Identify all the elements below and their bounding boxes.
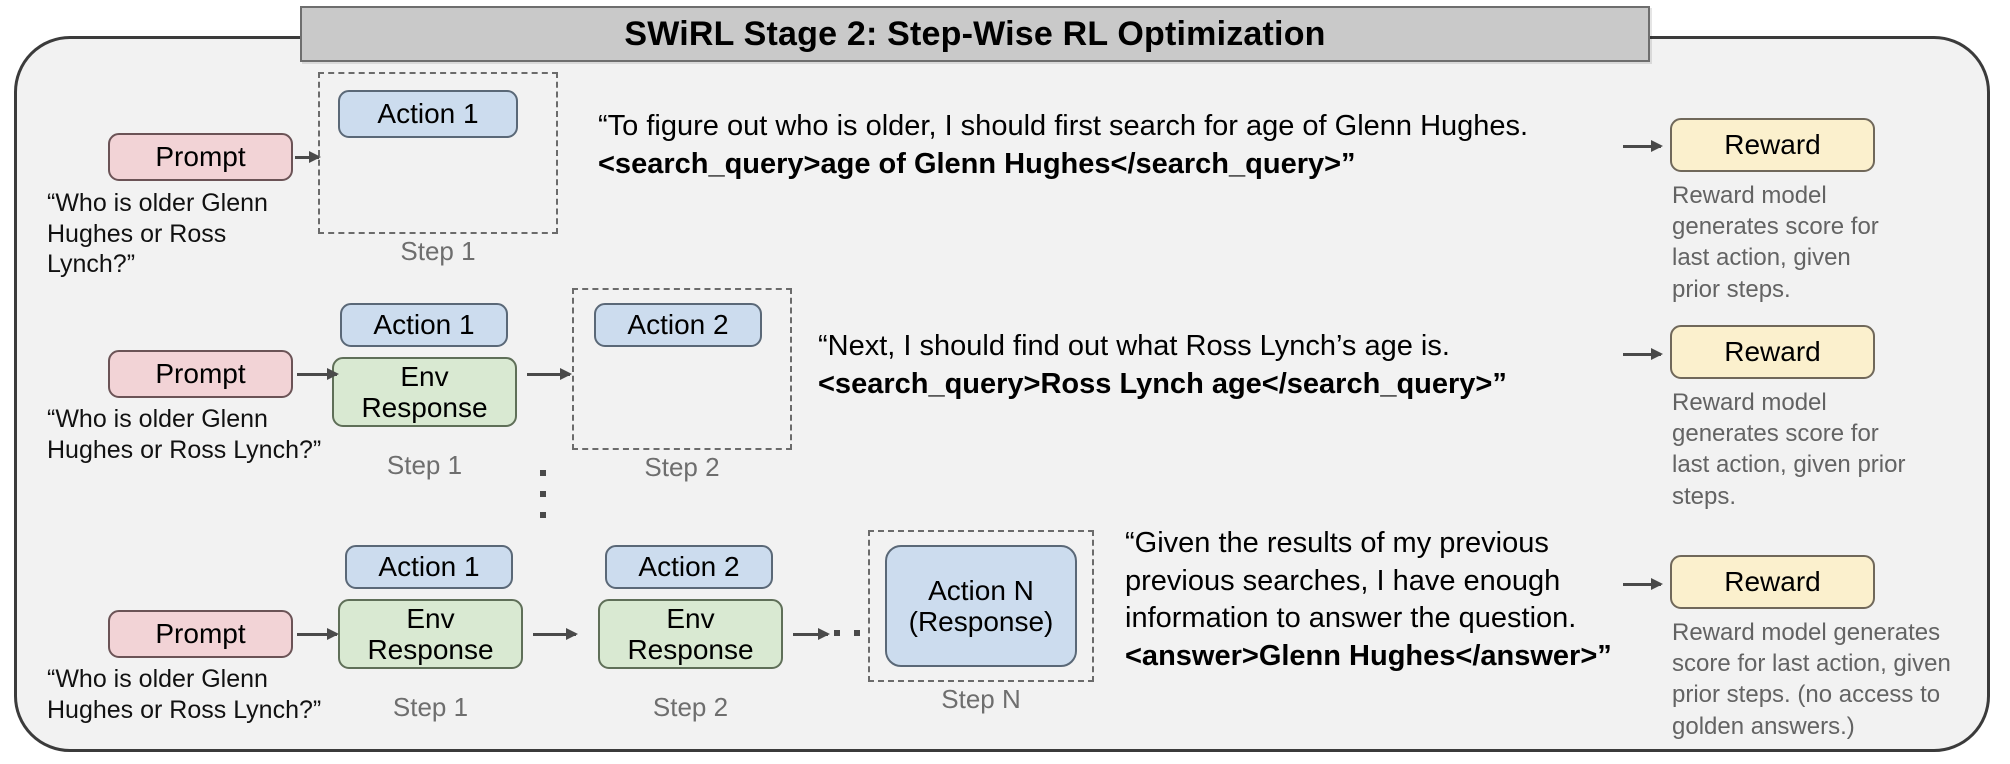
row2-trace-text: “Next, I should find out what Ross Lynch… bbox=[818, 328, 1618, 403]
row1-reward-label: Reward bbox=[1724, 129, 1821, 161]
row3-action1-box[interactable]: Action 1 bbox=[345, 545, 513, 589]
diagram-title-banner: SWiRL Stage 2: Step-Wise RL Optimization bbox=[300, 6, 1650, 62]
row2-env-response-label: Env Response bbox=[361, 360, 488, 423]
row-continuation-ellipsis bbox=[540, 470, 546, 518]
row2-env-response-box[interactable]: Env Response bbox=[332, 357, 517, 427]
row2-arrow-step1-to-step2 bbox=[527, 368, 572, 380]
row2-arrow-to-reward bbox=[1623, 348, 1663, 360]
row3-prompt-quote: “Who is older Glenn Hughes or Ross Lynch… bbox=[47, 664, 327, 725]
row1-action1-label: Action 1 bbox=[377, 98, 479, 130]
row2-action1-box[interactable]: Action 1 bbox=[340, 303, 508, 347]
row3-trace-line3: information to answer the question. bbox=[1125, 602, 1577, 635]
row2-action2-box[interactable]: Action 2 bbox=[594, 303, 762, 347]
row3-step1-caption: Step 1 bbox=[392, 692, 469, 722]
row2-reward-caption: Reward model generates score for last ac… bbox=[1672, 389, 1906, 510]
row1-prompt-box[interactable]: Prompt bbox=[108, 133, 293, 181]
row1-arrow-prompt-to-step1 bbox=[295, 151, 321, 163]
row3-action-n-box[interactable]: Action N (Response) bbox=[885, 545, 1077, 667]
row1-reward-box[interactable]: Reward bbox=[1670, 118, 1875, 172]
row3-env-response2-box[interactable]: Env Response bbox=[598, 599, 783, 669]
row2-prompt-quote-line2: Hughes or Ross Lynch?” bbox=[47, 435, 322, 464]
row1-trace-text: “To figure out who is older, I should fi… bbox=[598, 108, 1598, 183]
row1-trace-line1: “To figure out who is older, I should fi… bbox=[598, 110, 1529, 142]
row3-prompt-box[interactable]: Prompt bbox=[108, 610, 293, 658]
row2-step1-caption: Step 1 bbox=[386, 450, 463, 480]
row2-step2-caption: Step 2 bbox=[644, 452, 720, 482]
row3-reward-caption: Reward model generates score for last ac… bbox=[1672, 619, 1951, 740]
row1-arrow-to-reward bbox=[1623, 140, 1663, 152]
row3-reward-label: Reward bbox=[1724, 566, 1821, 598]
row2-reward-label: Reward bbox=[1724, 336, 1821, 368]
row1-prompt-label: Prompt bbox=[155, 141, 246, 173]
row3-step2-caption: Step 2 bbox=[652, 692, 729, 722]
row2-prompt-label: Prompt bbox=[155, 358, 246, 390]
row3-action1-label: Action 1 bbox=[378, 551, 480, 583]
row2-prompt-quote-line1: “Who is older Glenn bbox=[47, 405, 268, 433]
row3-env-response2-label: Env Response bbox=[627, 602, 754, 665]
row3-step-ellipsis bbox=[834, 630, 860, 636]
row3-trace-line4: <answer>Glenn Hughes</answer>” bbox=[1125, 640, 1612, 673]
row1-prompt-quote-line1: “Who is older Glenn bbox=[47, 189, 268, 217]
row3-prompt-quote-line2: Hughes or Ross Lynch?” bbox=[47, 695, 322, 724]
row2-arrow-prompt-to-step1 bbox=[297, 368, 339, 380]
row3-prompt-quote-line1: “Who is older Glenn bbox=[47, 665, 268, 693]
row3-env-response1-label: Env Response bbox=[367, 602, 494, 665]
row2-reward-box[interactable]: Reward bbox=[1670, 325, 1875, 379]
row3-arrow-to-reward bbox=[1623, 578, 1663, 590]
row2-trace-line2: <search_query>Ross Lynch age</search_que… bbox=[818, 367, 1507, 400]
row1-action1-box[interactable]: Action 1 bbox=[338, 90, 518, 138]
row3-trace-line2: previous searches, I have enough bbox=[1125, 564, 1561, 597]
row3-reward-box[interactable]: Reward bbox=[1670, 555, 1875, 609]
row1-reward-caption: Reward model generates score for last ac… bbox=[1672, 182, 1879, 303]
row2-action1-label: Action 1 bbox=[373, 309, 475, 341]
row3-stepn-group bbox=[868, 530, 1094, 682]
row3-action-n-label: Action N (Response) bbox=[908, 574, 1054, 637]
row1-prompt-quote-line2: Hughes or Ross Lynch?” bbox=[47, 219, 227, 279]
row1-prompt-quote: “Who is older Glenn Hughes or Ross Lynch… bbox=[47, 188, 317, 280]
row3-prompt-label: Prompt bbox=[155, 618, 246, 650]
row3-action2-label: Action 2 bbox=[638, 551, 740, 583]
row2-action2-label: Action 2 bbox=[627, 309, 729, 341]
row3-trace-text: “Given the results of my previous previo… bbox=[1125, 525, 1645, 676]
row2-prompt-quote: “Who is older Glenn Hughes or Ross Lynch… bbox=[47, 404, 327, 465]
row2-prompt-box[interactable]: Prompt bbox=[108, 350, 293, 398]
row3-arrow-prompt-to-step1 bbox=[297, 628, 339, 640]
row3-action2-box[interactable]: Action 2 bbox=[605, 545, 773, 589]
row2-trace-line1: “Next, I should find out what Ross Lynch… bbox=[818, 330, 1450, 362]
row3-stepn-caption: Step N bbox=[941, 684, 1021, 714]
row3-env-response1-box[interactable]: Env Response bbox=[338, 599, 523, 669]
row1-trace-line2: <search_query>age of Glenn Hughes</searc… bbox=[598, 147, 1356, 180]
row1-step1-caption: Step 1 bbox=[400, 236, 476, 266]
row2-step2-group bbox=[572, 288, 792, 450]
row3-arrow-step2-to-stepn bbox=[793, 628, 830, 640]
row3-arrow-step1-to-step2 bbox=[533, 628, 578, 640]
page-title: SWiRL Stage 2: Step-Wise RL Optimization bbox=[624, 14, 1326, 53]
row3-trace-line1: “Given the results of my previous bbox=[1125, 527, 1549, 559]
